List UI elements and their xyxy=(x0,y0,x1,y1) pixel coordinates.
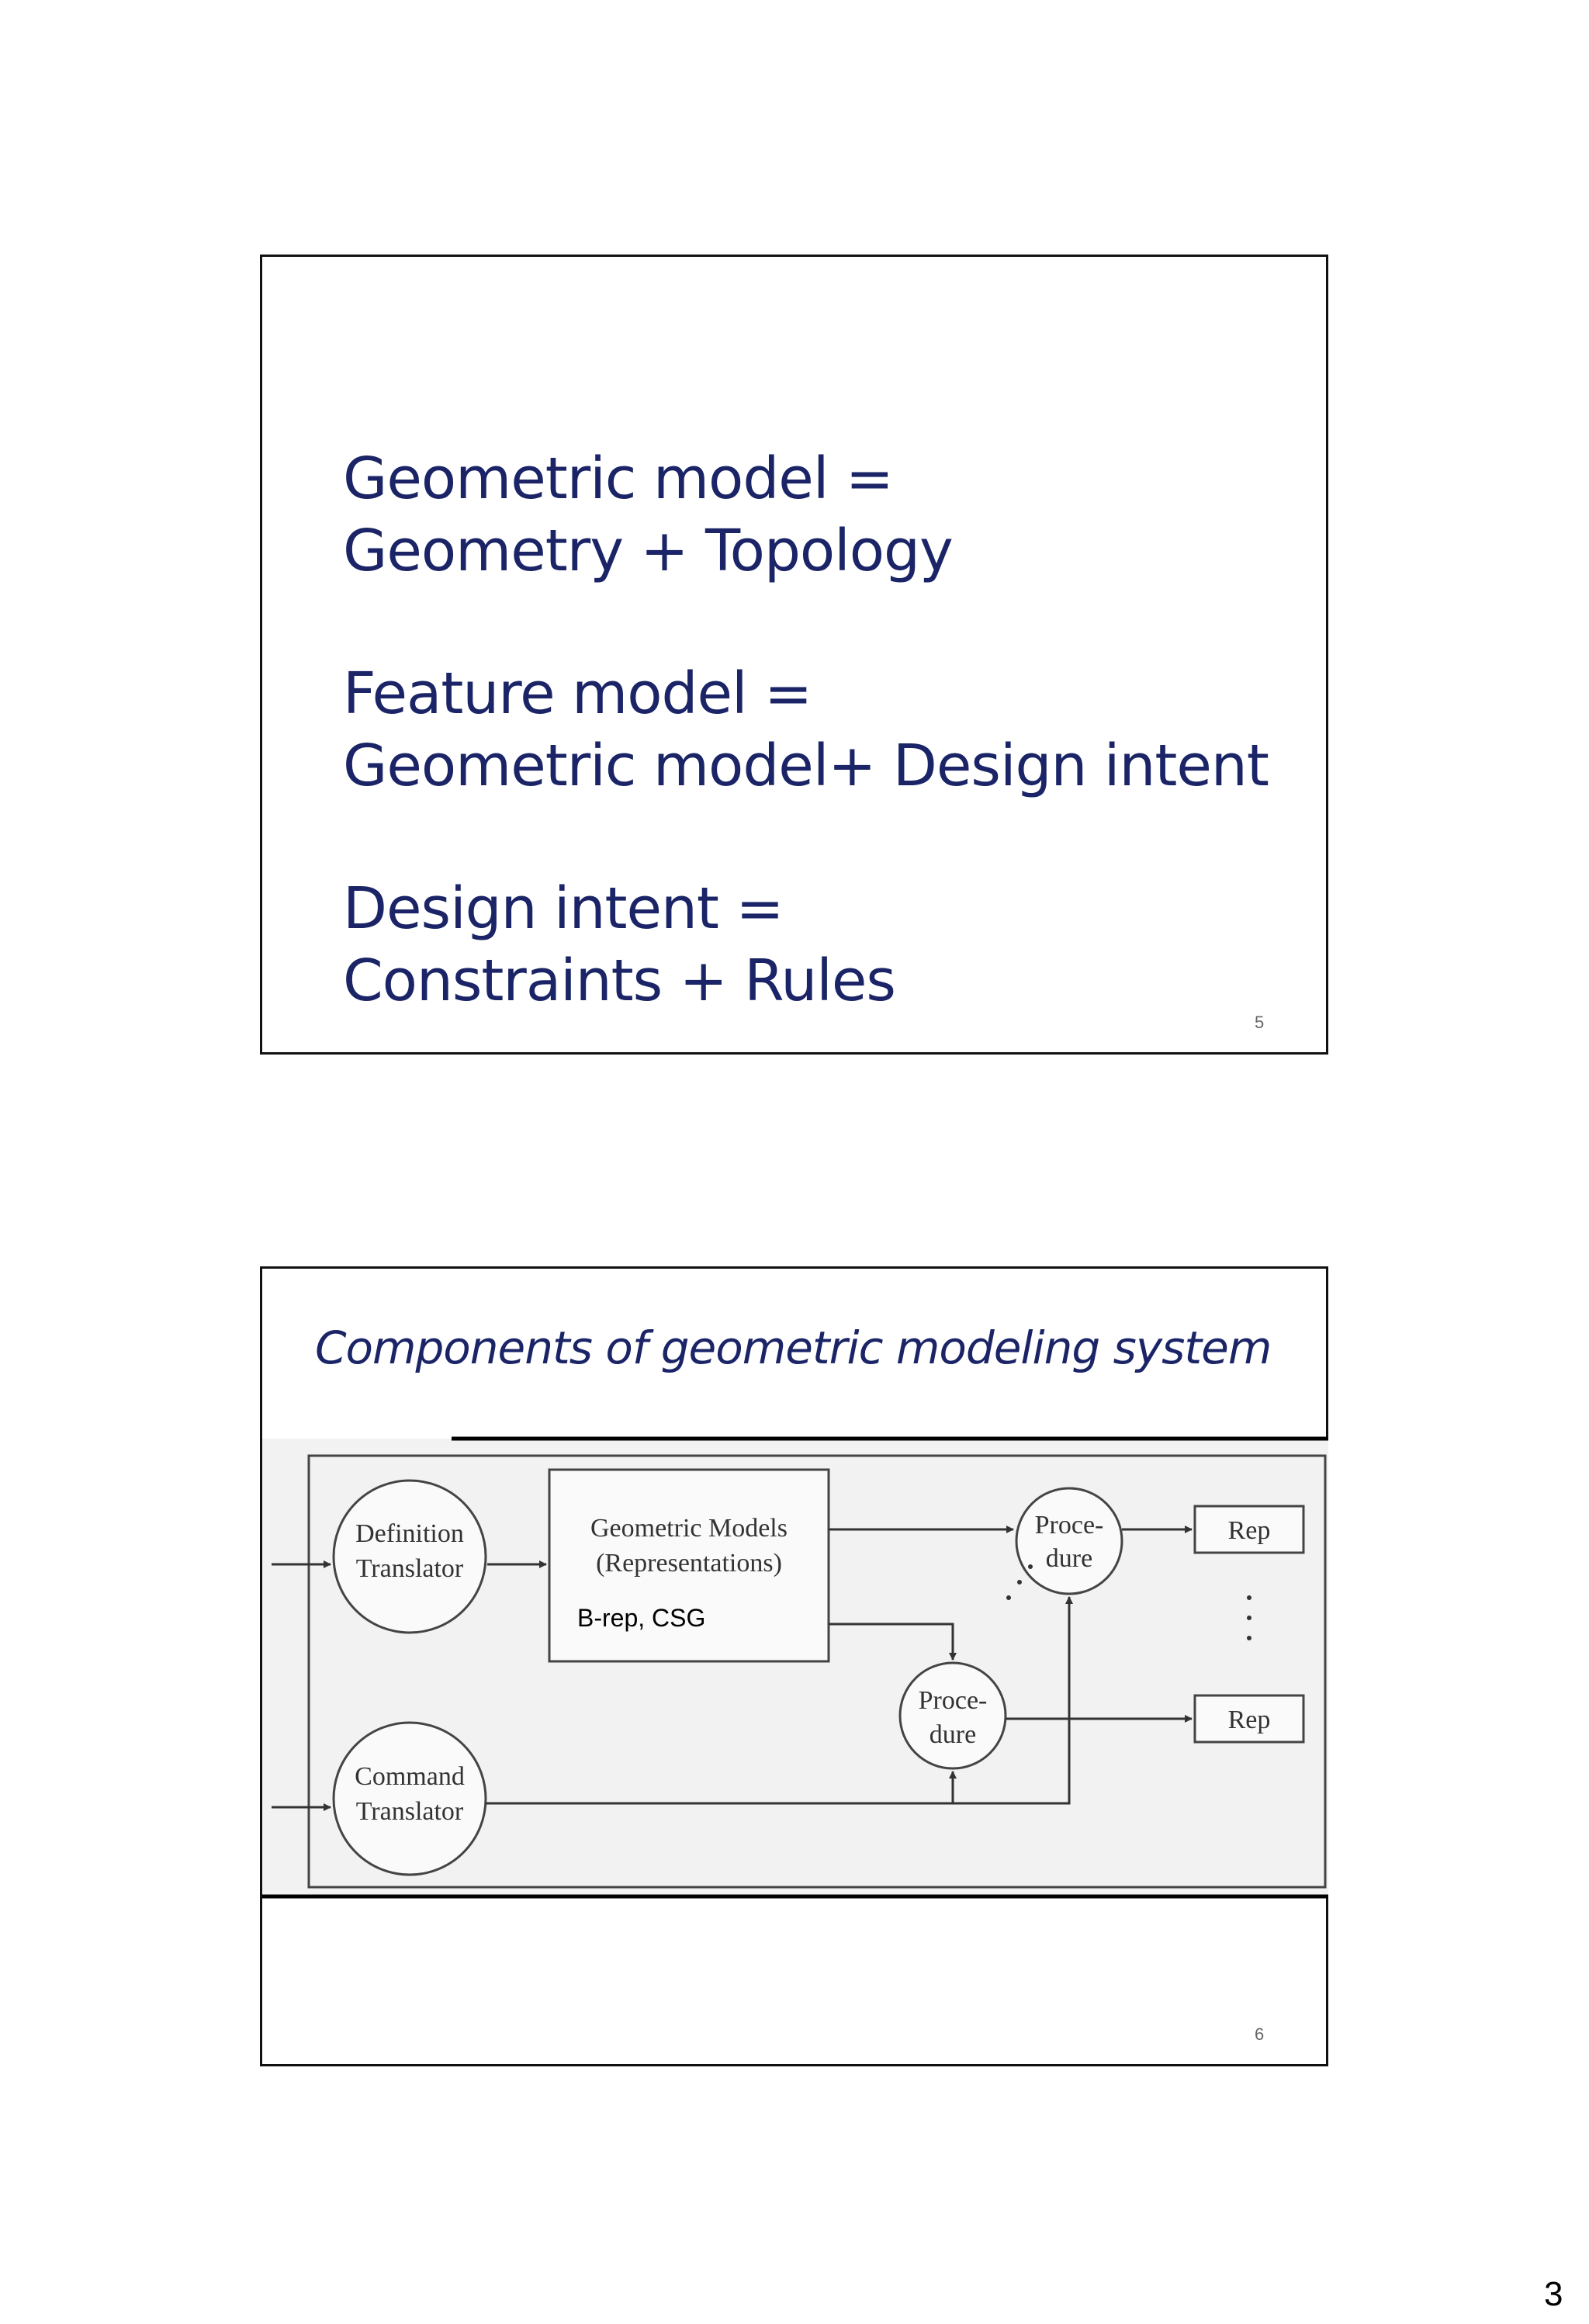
procedure-bottom-label-2: dure xyxy=(930,1720,976,1749)
slide5-line-1: Geometric model = xyxy=(343,445,894,512)
procedure-top-label-1: Proce- xyxy=(1035,1511,1104,1540)
procedure-bottom-label-1: Proce- xyxy=(919,1686,988,1715)
ellipsis-dots xyxy=(1006,1564,1251,1640)
arrow-models-to-procedure-bottom xyxy=(829,1623,957,1661)
slide5-line-3: Feature model = xyxy=(343,660,812,727)
slide-5: Geometric model = Geometry + Topology Fe… xyxy=(260,255,1328,1055)
page-number: 3 xyxy=(1544,2275,1563,2313)
slide-number: 6 xyxy=(1255,2024,1265,2044)
geometric-models-box xyxy=(548,1468,830,1663)
command-translator-circle xyxy=(332,1721,487,1876)
slide5-line-2: Geometry + Topology xyxy=(343,518,954,584)
command-translator-label-2: Translator xyxy=(356,1797,464,1826)
rep-bottom-label: Rep xyxy=(1228,1706,1271,1734)
procedure-top-label-2: dure xyxy=(1046,1544,1092,1573)
procedure-top-circle xyxy=(1015,1487,1123,1595)
slide5-line-5: Design intent = xyxy=(343,875,784,942)
slide5-line-6: Constraints + Rules xyxy=(343,947,896,1014)
definition-translator-label-1: Definition xyxy=(355,1519,464,1548)
definition-translator-label-2: Translator xyxy=(356,1554,464,1583)
geometric-models-label-1: Geometric Models xyxy=(590,1514,788,1543)
procedure-bottom-circle xyxy=(898,1661,1007,1770)
arrow-command-to-procedure-top xyxy=(486,1596,1073,1805)
geometric-models-label-2: (Representations) xyxy=(596,1549,782,1578)
command-translator-label-1: Command xyxy=(355,1762,465,1791)
geometric-modeling-diagram: Definition Translator Command Translator… xyxy=(262,1436,1328,1899)
slide-number: 5 xyxy=(1255,1013,1265,1032)
rep-top-label: Rep xyxy=(1228,1516,1271,1545)
definition-translator-circle xyxy=(332,1479,487,1634)
geometric-models-note: B-rep, CSG xyxy=(577,1604,705,1632)
slide6-title: Components of geometric modeling system xyxy=(315,1321,1272,1374)
system-boundary xyxy=(307,1454,1327,1889)
rep-bottom-box xyxy=(1193,1694,1305,1744)
slide-6: Components of geometric modeling system … xyxy=(260,1266,1328,2066)
rep-top-box xyxy=(1193,1505,1305,1554)
slide5-line-4: Geometric model+ Design intent xyxy=(343,733,1269,799)
